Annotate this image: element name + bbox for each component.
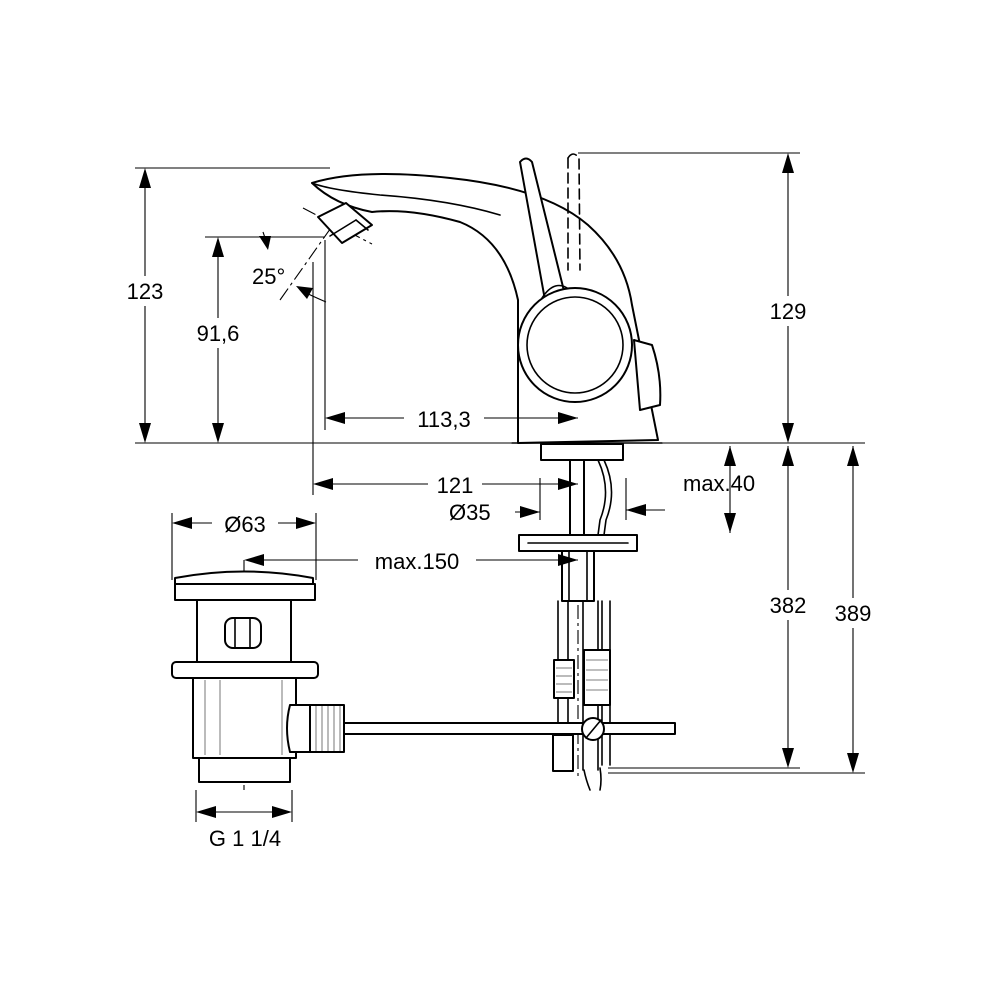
dim-25-degrees: 25°: [252, 264, 285, 289]
aerator-nozzle: [317, 202, 373, 244]
dim-thread-g-1-1-4: G 1 1/4: [209, 826, 281, 851]
dim-diameter-35: Ø35: [449, 500, 491, 525]
dim-113-3: 113,3: [417, 407, 470, 432]
faucet-body: [311, 153, 663, 444]
dim-91-6: 91,6: [197, 321, 240, 346]
rear-knob: [633, 339, 662, 411]
dim-123: 123: [127, 279, 164, 304]
dim-diameter-63: Ø63: [224, 512, 266, 537]
cartridge-disk: [517, 287, 633, 403]
dim-max-150: max.150: [375, 549, 459, 574]
dim-max-40: max.40: [683, 471, 755, 496]
dim-121: 121: [437, 473, 474, 498]
dim-389: 389: [835, 601, 872, 626]
mounting-assembly: [329, 443, 676, 791]
dimension-labels: 123 91,6 25° 113,3 129 121 max.40 Ø35 Ø6…: [118, 264, 881, 851]
clamp-screw: [581, 717, 605, 741]
dim-129: 129: [770, 299, 807, 324]
popup-waste: [171, 570, 345, 783]
extension-lines: [135, 152, 865, 822]
dim-382: 382: [770, 593, 807, 618]
